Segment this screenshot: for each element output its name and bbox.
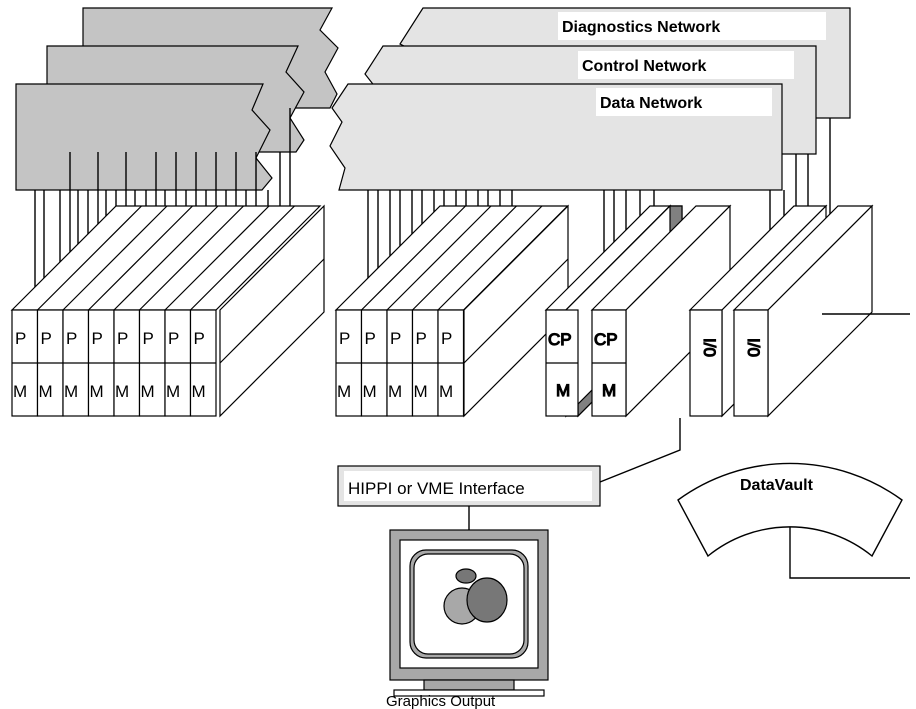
left-bank-processor-label: P	[92, 329, 103, 348]
left-bank-processor-label: P	[15, 329, 26, 348]
left-bank-memory-label: M	[166, 382, 180, 401]
right-network-slabs: Diagnostics Network Control Network Data…	[329, 7, 851, 191]
left-bank-processor-label: P	[143, 329, 154, 348]
middle-bank-memory-label: M	[439, 382, 453, 401]
control-network-label: Control Network	[582, 58, 707, 75]
peripherals: HIPPI or VME Interface DataVault Graphic…	[337, 313, 910, 709]
left-processor-bank	[219, 204, 325, 418]
middle-bank-processor-label: P	[365, 329, 376, 348]
left-bank-memory-label: M	[115, 382, 129, 401]
interface-label: HIPPI or VME Interface	[348, 479, 525, 498]
cp-memory-label-2: M	[602, 381, 616, 400]
data-label-box	[596, 88, 772, 116]
io-boards: I/0 I/0	[688, 204, 874, 418]
left-network-slabs	[15, 7, 339, 191]
left-bank-processor-label: P	[117, 329, 128, 348]
monitor-stand-base	[393, 689, 545, 697]
cp-label-1: CP	[548, 330, 572, 349]
datavault-label: DataVault	[740, 477, 814, 494]
middle-bank-processor-label: P	[390, 329, 401, 348]
monitor-stand-neck	[423, 679, 515, 691]
middle-bank-units: P M P M P M P M P M	[334, 205, 569, 417]
diagnostics-network-label: Diagnostics Network	[562, 19, 720, 36]
interface-label-box	[344, 471, 592, 501]
left-bank-memory-label: M	[90, 382, 104, 401]
control-processor-boards: CP M CP M	[544, 204, 732, 418]
cp-label-2: CP	[594, 330, 618, 349]
cp-board-2: CP M	[590, 204, 732, 418]
io-label-2: I/0	[744, 338, 763, 357]
left-data-slab	[15, 83, 273, 191]
control-label-box	[578, 51, 794, 79]
middle-bank-memory-label: M	[414, 382, 428, 401]
data-network-label: Data Network	[600, 95, 702, 112]
diagnostics-label-box	[558, 12, 826, 40]
middle-bank-memory-label: M	[388, 382, 402, 401]
middle-bank-processor-label: P	[339, 329, 350, 348]
cp-memory-label-1: M	[556, 381, 570, 400]
left-bank-memory-label: M	[141, 382, 155, 401]
left-bank-memory-label: M	[192, 382, 206, 401]
left-bank-memory-label: M	[13, 382, 27, 401]
io-label-1: I/0	[700, 338, 719, 357]
left-bank-processor-label: P	[66, 329, 77, 348]
middle-bank-memory-label: M	[337, 382, 351, 401]
left-bank-memory-label: M	[39, 382, 53, 401]
io-board-2: I/0	[732, 204, 874, 418]
left-bank-processor-label: P	[168, 329, 179, 348]
left-bank-processor-label: P	[194, 329, 205, 348]
graphics-output-label: Graphics Output	[386, 693, 496, 709]
graphics-monitor	[389, 529, 549, 697]
left-bank-processor-label: P	[41, 329, 52, 348]
datavault-shape	[677, 462, 903, 558]
middle-bank-processor-label: P	[416, 329, 427, 348]
middle-bank-memory-label: M	[363, 382, 377, 401]
left-bank-memory-label: M	[64, 382, 78, 401]
middle-bank-processor-label: P	[441, 329, 452, 348]
left-bank-units: P M P M P M P M P M P M P M P M	[10, 205, 322, 417]
